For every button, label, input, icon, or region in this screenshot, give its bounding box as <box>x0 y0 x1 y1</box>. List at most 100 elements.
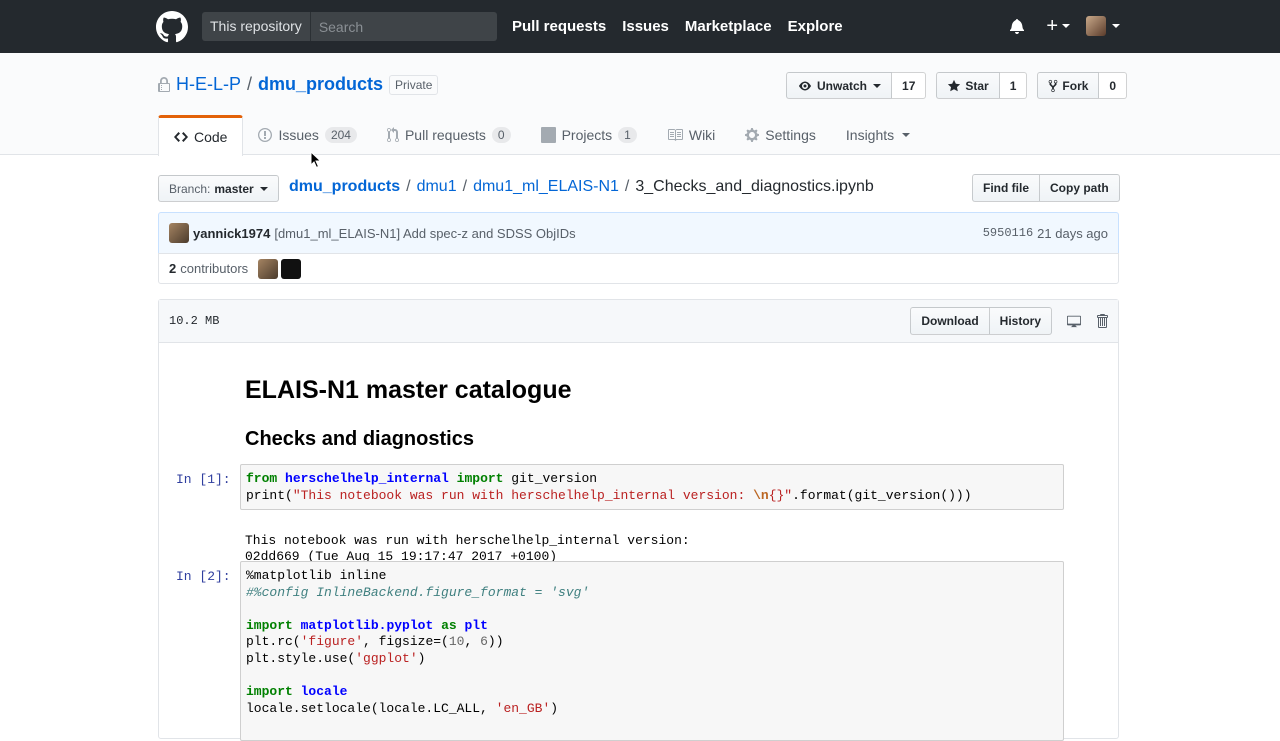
book-icon <box>667 129 683 141</box>
user-avatar[interactable] <box>1086 16 1106 36</box>
file-nav-buttons: Find file Copy path <box>972 174 1120 202</box>
file-header: 10.2 MB Download History <box>159 300 1118 343</box>
lock-icon <box>158 76 170 92</box>
bell-icon[interactable] <box>1010 18 1025 34</box>
output-line: 02dd669 (Tue Aug 15 19:17:47 2017 +0100) <box>245 549 558 565</box>
commit-message[interactable]: [dmu1_ml_ELAIS-N1] Add spec-z and SDSS O… <box>274 225 576 241</box>
commit-sha[interactable]: 5950116 <box>982 225 1034 240</box>
contributor-avatar[interactable] <box>258 258 279 279</box>
tab-projects[interactable]: Projects 1 <box>526 115 652 155</box>
path-separator: / <box>624 178 630 195</box>
repo-name-link[interactable]: dmu_products <box>258 74 384 94</box>
tab-wiki[interactable]: Wiki <box>652 115 730 155</box>
pull-requests-count: 0 <box>491 127 511 143</box>
star-count[interactable]: 1 <box>999 72 1028 99</box>
repo-owner-link[interactable]: H-E-L-P <box>176 74 242 94</box>
fork-group: Fork 0 <box>1037 72 1128 99</box>
download-button[interactable]: Download <box>910 307 990 335</box>
header-user-actions: + <box>1010 16 1120 36</box>
search-input[interactable] <box>310 12 508 41</box>
code-line: from herschelhelp_internal import git_ve… <box>246 471 598 486</box>
mouse-pointer-icon <box>310 151 322 169</box>
tab-settings[interactable]: Settings <box>730 115 831 155</box>
tab-pull-requests[interactable]: Pull requests 0 <box>372 115 526 155</box>
commit-author-avatar[interactable] <box>169 223 189 243</box>
file-actions: Download History <box>910 307 1108 335</box>
latest-commit: yannick1974 [dmu1_ml_ELAIS-N1] Add spec-… <box>158 212 1119 254</box>
copy-path-button[interactable]: Copy path <box>1040 174 1120 202</box>
branch-prefix: Branch: <box>169 181 211 196</box>
tab-pull-requests-label: Pull requests <box>404 127 486 143</box>
unwatch-label: Unwatch <box>817 78 868 93</box>
watch-count[interactable]: 17 <box>892 72 927 99</box>
contributor-avatar[interactable] <box>281 258 302 279</box>
contributors-label: contributors <box>180 261 249 276</box>
create-new-plus-icon[interactable]: + <box>1046 15 1058 37</box>
history-button[interactable]: History <box>989 307 1052 335</box>
code-line: plt.rc('figure', figsize=(10, 6)) <box>246 634 504 650</box>
search-box: This repository <box>202 12 508 41</box>
code-icon <box>174 132 188 142</box>
nav-explore[interactable]: Explore <box>787 18 843 35</box>
branch-name: master <box>214 181 254 196</box>
code-line <box>246 668 1058 685</box>
tab-issues[interactable]: Issues 204 <box>243 115 372 155</box>
tab-projects-label: Projects <box>561 127 613 143</box>
tab-insights-label: Insights <box>845 127 895 143</box>
top-nav: Pull requests Issues Marketplace Explore <box>512 18 859 35</box>
eye-icon <box>799 81 811 90</box>
commit-author[interactable]: yannick1974 <box>193 225 271 241</box>
find-file-button[interactable]: Find file <box>972 174 1040 202</box>
code-line: %matplotlib inline <box>246 568 387 583</box>
cell-prompt: In [2]: <box>176 569 231 584</box>
code-line: #%config InlineBackend.figure_format = '… <box>246 584 590 600</box>
branch-select-button[interactable]: Branch: master <box>158 175 279 202</box>
nav-marketplace[interactable]: Marketplace <box>684 18 772 35</box>
code-line: print("This notebook was run with hersch… <box>246 487 972 503</box>
site-header: This repository Pull requests Issues Mar… <box>0 0 1280 53</box>
trash-icon[interactable] <box>1096 313 1108 329</box>
nav-issues[interactable]: Issues <box>622 18 669 35</box>
gear-icon <box>745 128 760 142</box>
projects-count: 1 <box>618 127 637 143</box>
repo-actions: Unwatch 17 Star 1 Fork 0 <box>786 72 1128 99</box>
chevron-down-icon <box>902 133 911 137</box>
github-logo-icon[interactable] <box>156 11 188 43</box>
chevron-down-icon <box>873 83 882 88</box>
git-pull-request-icon <box>386 127 399 142</box>
tab-settings-label: Settings <box>765 127 816 143</box>
star-button[interactable]: Star <box>936 72 1000 99</box>
code-line <box>246 601 1058 618</box>
code-line: import locale <box>246 684 348 700</box>
contributors-bar[interactable]: 2 contributors <box>158 253 1119 284</box>
tab-insights[interactable]: Insights <box>831 115 925 155</box>
issue-icon <box>258 128 273 142</box>
chevron-down-icon <box>259 186 268 191</box>
repo-nav: Code Issues 204 Pull requests 0 Projects… <box>158 115 925 156</box>
contributors-count: 2 <box>169 261 177 276</box>
watch-group: Unwatch 17 <box>786 72 927 99</box>
project-icon <box>540 127 556 143</box>
breadcrumb-dmu1-ml[interactable]: dmu1_ml_ELAIS-N1 <box>473 178 619 195</box>
breadcrumb: dmu_products / dmu1 / dmu1_ml_ELAIS-N1 /… <box>289 178 874 196</box>
search-scope-label[interactable]: This repository <box>202 12 311 41</box>
fork-count[interactable]: 0 <box>1099 72 1128 99</box>
code-line: import matplotlib.pyplot as plt <box>246 617 488 633</box>
cell-output: This notebook was run with herschelhelp_… <box>245 516 690 566</box>
nav-pull-requests[interactable]: Pull requests <box>512 18 607 35</box>
commit-meta: 5950116 21 days ago <box>983 226 1108 241</box>
notebook-subtitle: Checks and diagnostics <box>245 428 474 450</box>
fork-button[interactable]: Fork <box>1037 72 1100 99</box>
desktop-icon[interactable] <box>1066 314 1082 328</box>
cell-prompt: In [1]: <box>176 472 231 487</box>
tab-code[interactable]: Code <box>158 115 244 156</box>
code-line: plt.style.use('ggplot') <box>246 650 426 666</box>
repo-title: H-E-L-P / dmu_products Private <box>158 74 439 95</box>
chevron-down-icon <box>1112 24 1120 28</box>
unwatch-button[interactable]: Unwatch <box>786 72 893 99</box>
breadcrumb-dmu1[interactable]: dmu1 <box>416 178 457 195</box>
code-cell: %matplotlib inline#%config InlineBackend… <box>240 561 1064 741</box>
notebook-title: ELAIS-N1 master catalogue <box>245 376 572 404</box>
private-badge: Private <box>389 74 439 95</box>
breadcrumb-root[interactable]: dmu_products <box>289 178 401 195</box>
